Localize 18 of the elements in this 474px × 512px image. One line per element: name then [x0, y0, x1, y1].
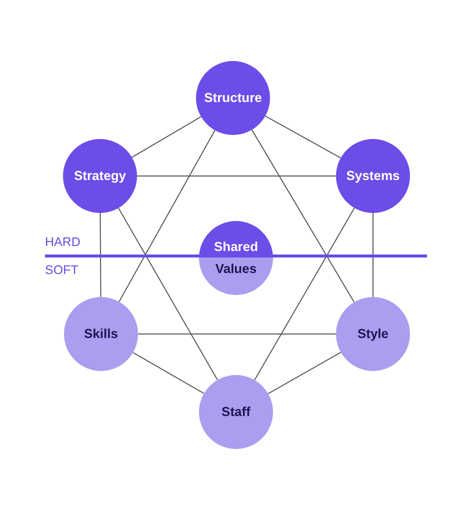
node-label: Style [357, 325, 389, 343]
connector-line [118, 130, 216, 302]
connector-line [372, 212, 374, 298]
connector-line [100, 212, 102, 298]
node-label: Systems [346, 167, 400, 185]
node-label: Structure [204, 89, 262, 107]
connector-line [131, 116, 202, 158]
connector-line [118, 208, 218, 380]
connector-line [264, 116, 342, 158]
zone-label: SOFT [45, 263, 78, 277]
node-label: Strategy [74, 167, 126, 185]
zone-label: HARD [45, 235, 80, 249]
connector-line [251, 129, 355, 303]
connector-line [132, 352, 204, 394]
connector-line [268, 352, 342, 394]
node-label: Skills [84, 325, 118, 343]
node-label: Staff [222, 403, 250, 421]
connector-line [254, 208, 355, 380]
